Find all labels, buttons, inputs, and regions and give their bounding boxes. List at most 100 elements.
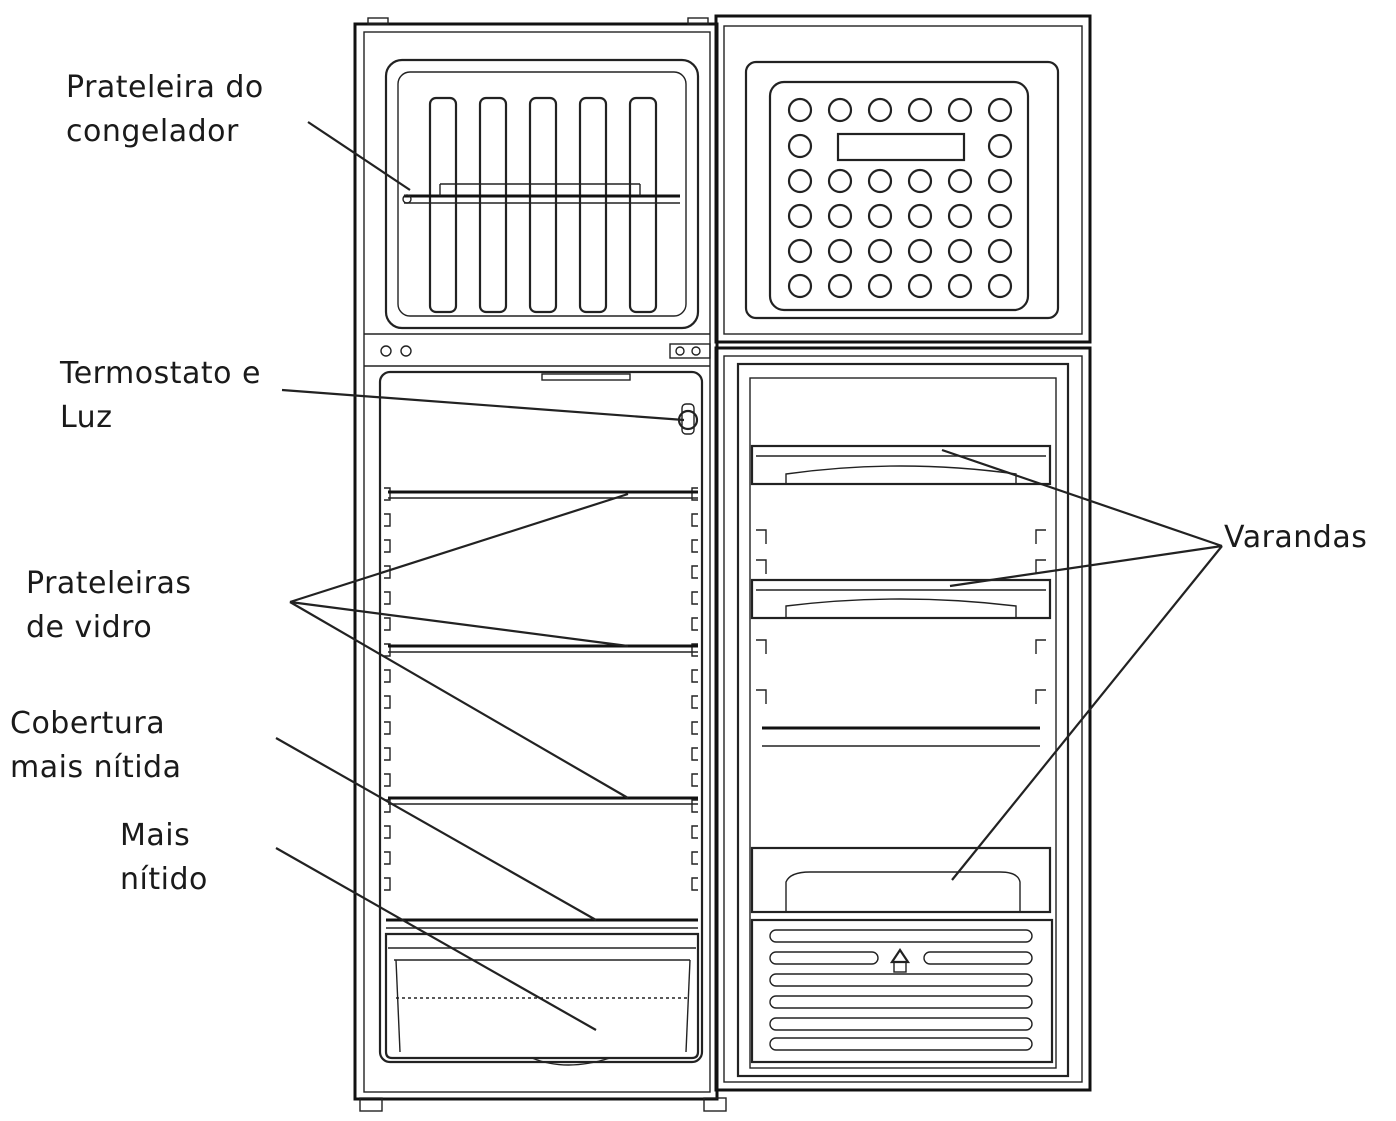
vent-slot [769, 1017, 1033, 1031]
door-bracket [756, 689, 767, 704]
door-circle [907, 273, 933, 299]
support-notch [691, 825, 698, 839]
vent-grille [769, 929, 1033, 1051]
door-circle [867, 203, 893, 229]
label-line: Mais [120, 818, 191, 853]
label-line: Cobertura [10, 706, 166, 741]
door-bracket [1035, 689, 1046, 704]
label-line: Prateleira do [66, 70, 264, 105]
support-notch [384, 643, 391, 657]
label-thermostat-light: Termostato e Luz [60, 352, 261, 440]
door-bracket [1035, 639, 1046, 654]
door-bracket [756, 559, 767, 574]
door-circle [867, 97, 893, 123]
support-notch [384, 591, 391, 605]
callout-lines [275, 121, 1223, 1031]
compartment-divider [364, 333, 710, 367]
support-notch [691, 617, 698, 631]
door-circle [987, 168, 1013, 194]
support-notch [384, 747, 391, 761]
door-circle [787, 238, 813, 264]
door-circle [827, 97, 853, 123]
support-notch [691, 799, 698, 813]
support-notch [691, 513, 698, 527]
freezer-shelf [402, 183, 680, 204]
support-notch [691, 591, 698, 605]
vent-slot [769, 951, 879, 965]
label-line: nítido [120, 862, 208, 897]
door-bracket [1035, 529, 1046, 544]
door-circle [787, 97, 813, 123]
freezer-compartment [384, 58, 700, 330]
door-circle [787, 168, 813, 194]
support-notch [384, 513, 391, 527]
support-notch [384, 721, 391, 735]
door-circle [827, 168, 853, 194]
label-line: Prateleiras [26, 566, 192, 601]
support-notch [691, 721, 698, 735]
support-notch [691, 487, 698, 501]
support-notch [691, 643, 698, 657]
label-crisper: Mais nítido [120, 814, 208, 902]
label-line: Varandas [1224, 520, 1368, 555]
door-circle [787, 133, 813, 159]
support-notch [691, 539, 698, 553]
door-circle [787, 273, 813, 299]
fridge-door [714, 346, 1092, 1092]
door-bracket [756, 529, 767, 544]
support-notch [691, 669, 698, 683]
door-circle [867, 168, 893, 194]
support-notch [384, 539, 391, 553]
label-line: Luz [60, 400, 113, 435]
support-notch [691, 877, 698, 891]
door-pattern [787, 97, 1013, 299]
support-notch [384, 773, 391, 787]
support-notch [384, 565, 391, 579]
label-line: congelador [66, 114, 239, 149]
support-notch [691, 851, 698, 865]
label-line: de vidro [26, 610, 153, 645]
support-notch [384, 487, 391, 501]
door-circle [947, 203, 973, 229]
label-line: Termostato e [60, 356, 261, 391]
support-notch [691, 695, 698, 709]
label-freezer-shelf: Prateleira do congelador [66, 66, 264, 154]
crisper-drawer [384, 932, 700, 1066]
vent-slot [769, 929, 1033, 943]
freezer-door [669, 14, 1092, 359]
door-circle [907, 238, 933, 264]
shelf-supports [384, 487, 698, 891]
door-bracket [756, 639, 767, 654]
support-notch [691, 747, 698, 761]
door-circle [907, 168, 933, 194]
vent-slot [769, 1037, 1033, 1051]
door-circle [987, 133, 1013, 159]
door-circle [827, 273, 853, 299]
door-bracket [1035, 559, 1046, 574]
vent-slot [769, 995, 1033, 1009]
door-circle [867, 273, 893, 299]
door-circle [987, 238, 1013, 264]
support-notch [384, 877, 391, 891]
support-notch [384, 825, 391, 839]
support-notch [384, 617, 391, 631]
glass-shelves [388, 490, 698, 805]
label-balconies: Varandas [1224, 516, 1367, 560]
support-notch [384, 669, 391, 683]
door-circle [947, 97, 973, 123]
label-crisper-cover: Cobertura mais nítida [10, 702, 181, 790]
door-circle [987, 97, 1013, 123]
door-circle [827, 238, 853, 264]
door-circle [867, 238, 893, 264]
label-line: mais nítida [10, 750, 182, 785]
door-circle [987, 203, 1013, 229]
door-circle [907, 97, 933, 123]
support-notch [691, 773, 698, 787]
support-notch [691, 565, 698, 579]
vent-slot [769, 973, 1033, 987]
door-circle [907, 203, 933, 229]
door-circle [787, 203, 813, 229]
crisper-cover [386, 918, 698, 929]
door-circle [947, 273, 973, 299]
